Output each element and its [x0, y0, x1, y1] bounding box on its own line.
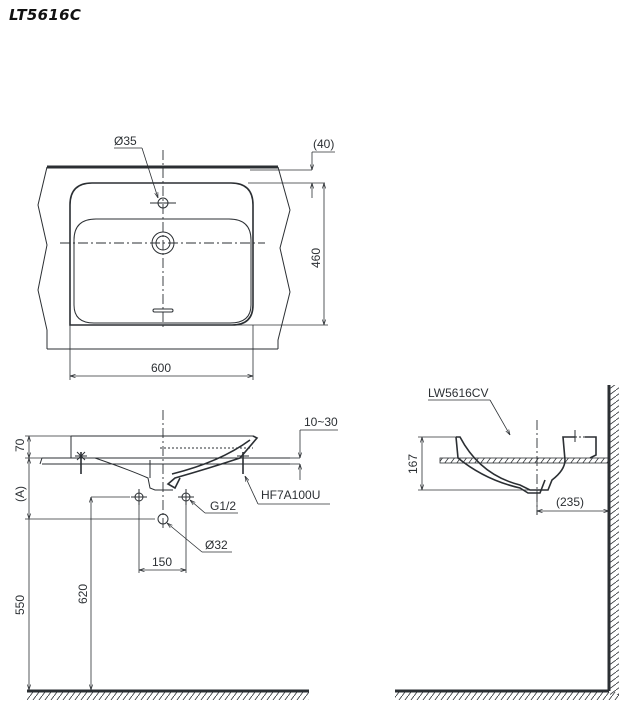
- counter-thickness-label: 10~30: [304, 415, 338, 429]
- fitting-label: HF7A100U: [261, 488, 320, 502]
- hole-diameter-label: Ø35: [114, 134, 137, 148]
- mounting-bracket-right: [237, 452, 249, 474]
- drain-diameter-label: Ø32: [205, 538, 228, 552]
- wall-distance-label: (235): [556, 495, 584, 509]
- offset-label: (40): [313, 137, 334, 151]
- bowl-height-label: 167: [406, 454, 420, 474]
- mounting-bracket-left: [75, 451, 87, 474]
- drain-outer: [151, 231, 175, 255]
- adjustable-height-label: (A): [13, 486, 27, 502]
- supply-thread-label: G1/2: [210, 499, 236, 513]
- model-title: LT5616C: [9, 6, 82, 24]
- supply-height-label: 620: [76, 584, 90, 604]
- side-view: 167 (235) LW5616CV: [395, 385, 619, 700]
- top-view: Ø35 (40) 460 600: [37, 134, 335, 380]
- side-model-label: LW5616CV: [428, 386, 488, 400]
- rim-height-label: 70: [13, 438, 27, 452]
- drain-height-label: 550: [13, 595, 27, 615]
- basin-rim: [69, 182, 254, 326]
- overflow-slot: [152, 308, 174, 313]
- drain-outlet: [157, 513, 169, 525]
- floor-hatch: [27, 692, 309, 700]
- front-view: 70 (A) 550 620 150 G1/2 Ø32 HF7A100U: [13, 410, 338, 700]
- width-label: 600: [151, 361, 171, 375]
- supply-spacing-label: 150: [152, 555, 172, 569]
- depth-label: 460: [309, 248, 323, 268]
- basin-profile: [456, 436, 575, 491]
